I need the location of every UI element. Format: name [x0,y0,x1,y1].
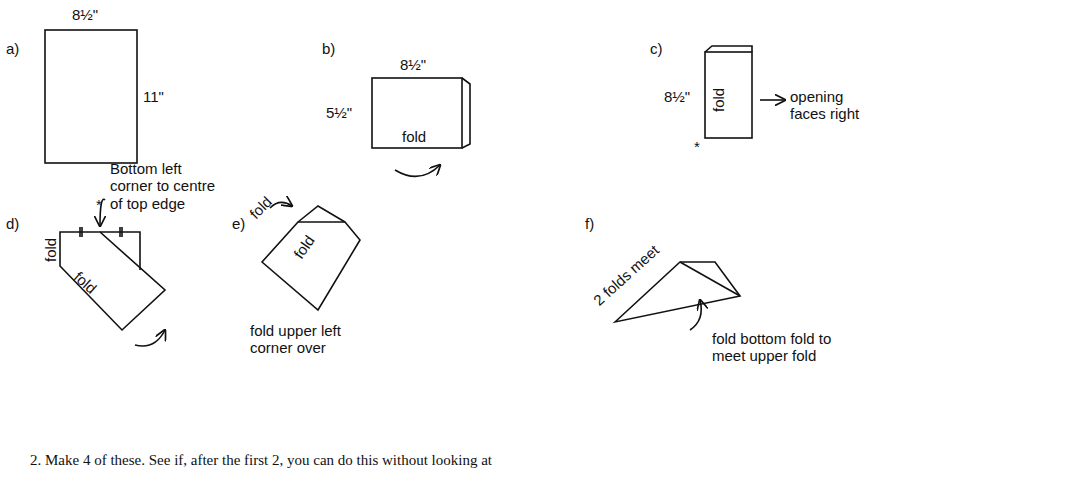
dimension: 8½" [400,56,426,73]
fold-arrow [690,300,701,330]
note: Bottom left corner to centre of top edge [110,160,222,212]
dimension: 11" [143,88,164,105]
step-letter: a) [6,40,19,57]
fold-label: fold [70,268,100,297]
direction-arrow [760,99,785,101]
fold-line [680,262,740,296]
sheet [705,52,752,138]
back-sheet [705,46,752,52]
corner-mark: * [96,196,102,213]
folded-flap [60,232,165,330]
note: fold upper left corner over [250,322,360,357]
tick [121,227,123,237]
dimension: 8½" [72,6,98,23]
fold-arrow [135,330,165,346]
sheet [45,30,137,163]
fold-label: fold [402,128,426,145]
tick [119,227,121,237]
instruction-text: 2. Make 4 of these. See if, after the fi… [30,452,492,469]
back-sheet [462,78,470,148]
dimension: 8½" [664,88,690,105]
step-letter: e) [232,215,245,232]
fold-label: fold [710,88,727,112]
fold-arrow [395,165,440,176]
dimension: 5½" [326,104,352,121]
fold-label: fold [290,232,318,262]
fold-label: fold [246,193,275,222]
corner-mark: * [694,138,700,155]
note: fold bottom fold to meet upper fold [712,330,852,365]
sheet [372,78,462,148]
note: 2 folds meet [590,241,662,308]
step-letter: f) [585,215,594,232]
step-letter: d) [6,215,19,232]
note: opening faces right [790,88,882,123]
corner-flap [298,206,345,222]
fold-label: fold [42,238,59,262]
tick [81,227,83,237]
tick [79,227,81,237]
folded-sheet [262,222,360,310]
step-letter: c) [650,40,663,57]
step-letter: b) [322,40,335,57]
